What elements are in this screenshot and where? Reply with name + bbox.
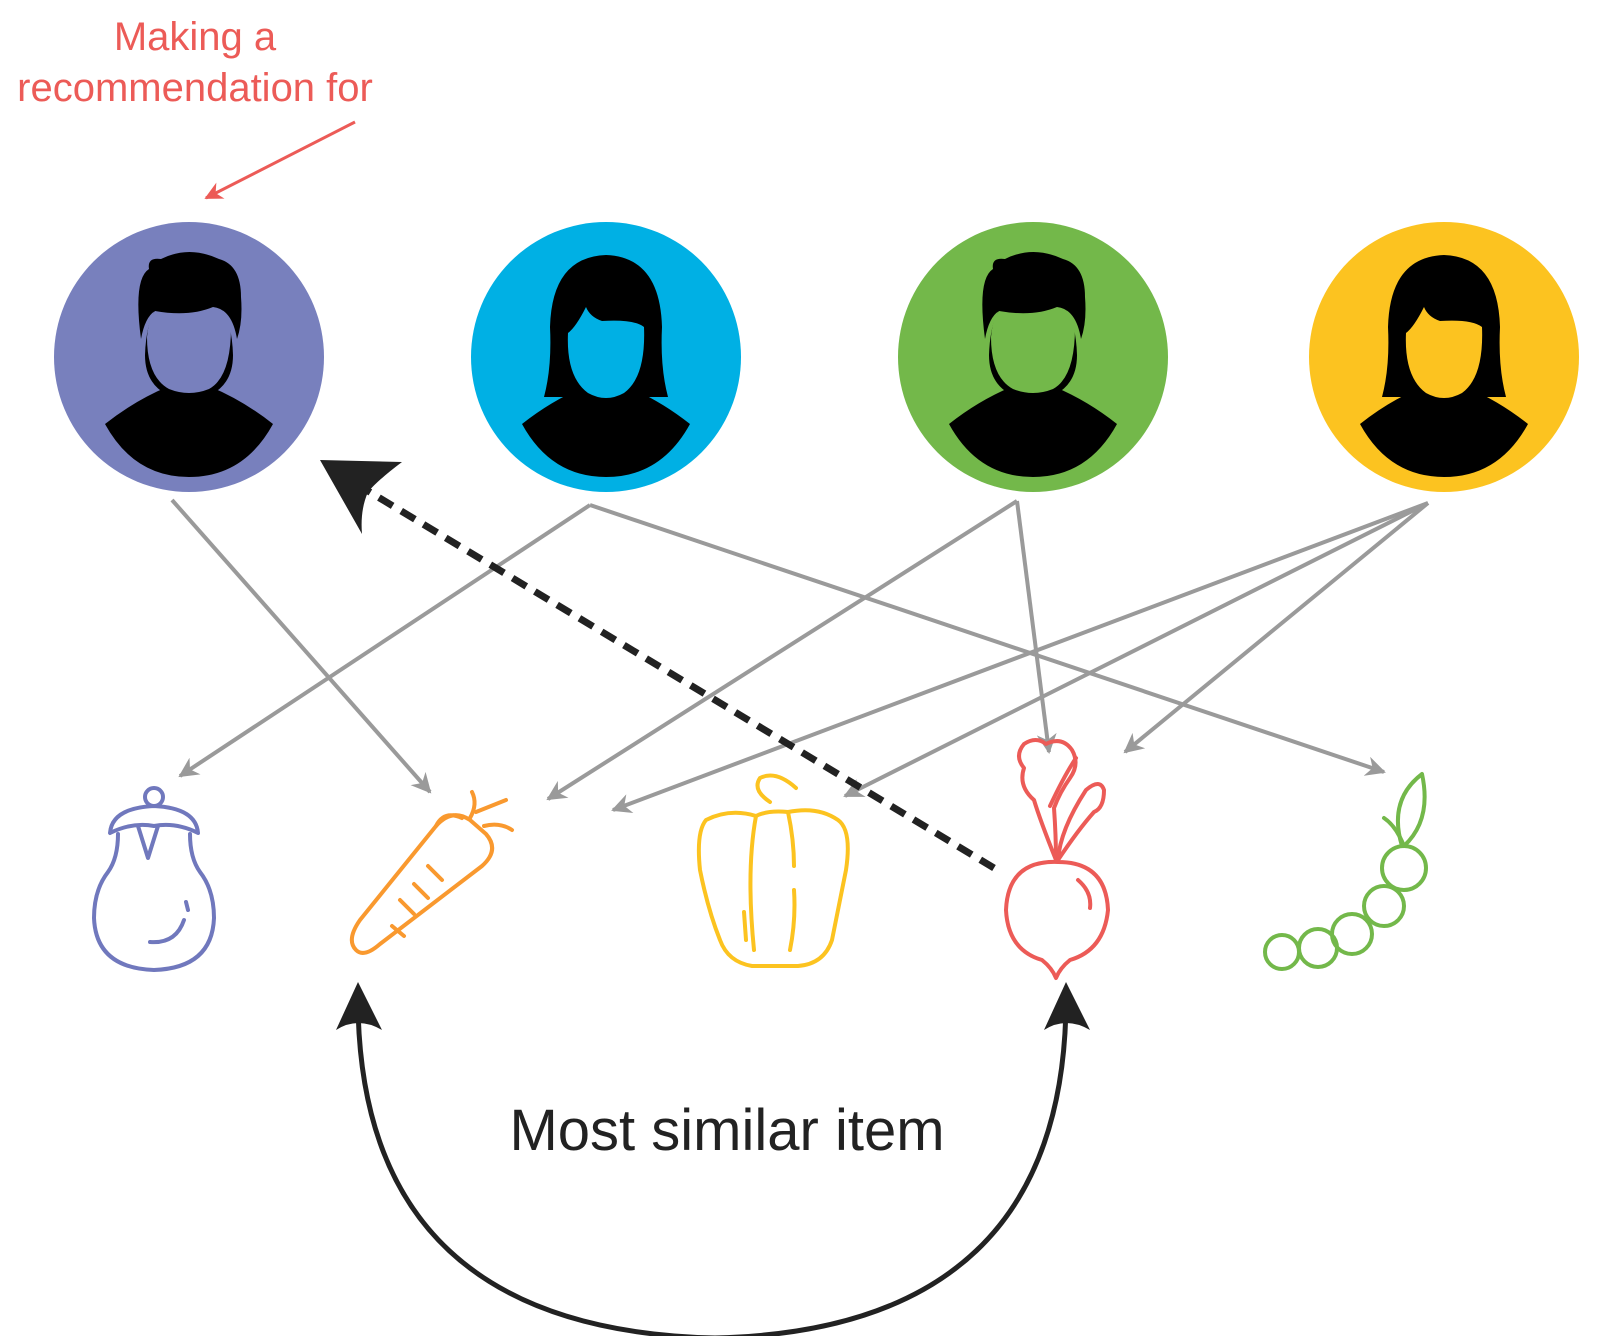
edge-user2-eggplant [178,503,592,778]
eggplant-icon [92,786,216,972]
edge-user4-pepper [843,501,1429,798]
similarity-arc: Most similar item [336,982,1090,1336]
beet-icon [1004,738,1110,980]
edge-user4-carrot [611,501,1429,814]
items [92,738,1428,980]
carrot-icon [349,790,514,955]
user-4 [1309,222,1579,492]
user-3 [898,222,1168,492]
edge-user1-carrot [170,498,432,794]
user-1[interactable] [54,222,324,492]
edge-user3-carrot [546,499,1019,801]
user-2 [471,222,741,492]
recommendation-arrow [320,460,996,871]
annotation: Making a recommendation for [17,15,373,200]
annotation-line-1: Making a [114,15,277,59]
pea-pod-icon [1263,772,1428,971]
similarity-caption: Most similar item [509,1098,944,1163]
annotation-line-2: recommendation for [17,66,373,110]
users [54,222,1579,492]
edge-user3-beet [1015,500,1057,754]
edge-user4-beet [1123,501,1430,754]
user-item-edges [170,498,1430,814]
bell-pepper-icon [696,773,850,968]
edge-user2-peas [589,503,1386,776]
annotation-arrow [204,120,356,200]
